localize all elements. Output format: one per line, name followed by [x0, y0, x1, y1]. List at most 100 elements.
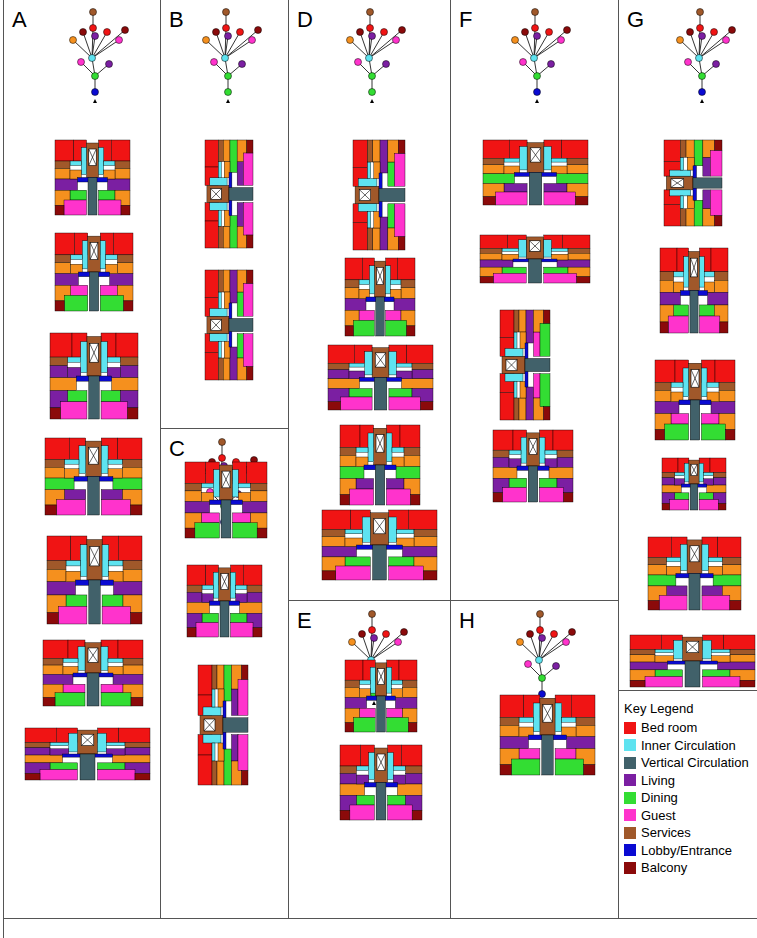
- floor-plan: [205, 140, 253, 248]
- tree-edge: [225, 32, 240, 58]
- room-cell: [540, 323, 550, 356]
- floor-plan: [45, 438, 142, 515]
- room-cell: [218, 292, 221, 309]
- room-cell: [341, 397, 373, 410]
- room-cell: [125, 748, 150, 755]
- tree-dot: [534, 73, 541, 80]
- room-cell: [387, 708, 403, 717]
- room-cell: [82, 241, 87, 269]
- room-cell: [368, 140, 373, 162]
- room-cell: [387, 667, 392, 693]
- room-cell: [545, 450, 557, 454]
- legend-entry: Vertical Circulation: [624, 755, 749, 770]
- room-cell: [64, 295, 87, 311]
- room-cell: [483, 174, 515, 184]
- room-cell: [81, 148, 86, 175]
- room-cell: [340, 745, 361, 766]
- tree-dot: [355, 59, 362, 66]
- tree-dot: [223, 9, 230, 16]
- room-cell: [544, 240, 552, 257]
- room-cell: [55, 179, 78, 190]
- room-cell: [380, 140, 388, 173]
- tree-dot: [357, 29, 364, 36]
- room-cell: [64, 460, 79, 465]
- room-cell: [562, 140, 588, 158]
- room-cell: [526, 310, 534, 343]
- room-cell: [571, 695, 595, 717]
- room-cell: [412, 810, 422, 820]
- room-cell: [78, 647, 85, 671]
- room-cell: [660, 248, 677, 272]
- room-cell: [667, 557, 681, 561]
- room-cell: [55, 255, 71, 263]
- room-cell: [710, 458, 726, 473]
- room-cell: [70, 161, 81, 166]
- room-cell: [680, 196, 683, 209]
- grid-line: [618, 0, 619, 918]
- tree-dot: [92, 33, 99, 40]
- room-cell: [714, 216, 722, 226]
- room-cell: [196, 623, 219, 637]
- room-cell: [388, 753, 394, 780]
- room-cell: [555, 703, 562, 732]
- room-cell: [420, 402, 433, 410]
- room-cell: [213, 572, 218, 598]
- room-cell: [563, 235, 591, 248]
- room-cell: [500, 393, 514, 421]
- room-cell: [509, 478, 527, 487]
- shaft-cross: [211, 189, 222, 200]
- room-cell: [101, 500, 130, 515]
- room-cell: [683, 637, 703, 661]
- room-cell: [359, 280, 370, 285]
- tree-dot: [393, 37, 400, 44]
- shaft-cross: [221, 574, 229, 590]
- tree-edge: [534, 40, 561, 58]
- room-cell: [45, 467, 64, 478]
- room-cell: [121, 205, 130, 215]
- room-cell: [519, 749, 540, 759]
- room-cell: [135, 773, 150, 780]
- room-cell: [368, 212, 371, 229]
- tree-edge: [225, 40, 252, 58]
- room-cell: [557, 174, 589, 184]
- room-cell: [99, 190, 116, 200]
- tree-dot: [713, 61, 720, 68]
- room-cell: [671, 382, 683, 387]
- room-cell: [108, 658, 123, 662]
- room-cell: [242, 771, 249, 785]
- room-cell: [101, 342, 107, 373]
- room-cell: [55, 205, 64, 215]
- room-cell: [55, 274, 78, 286]
- legend-swatch: [624, 739, 636, 751]
- room-cell: [124, 301, 133, 311]
- room-cell: [414, 530, 437, 537]
- room-cell: [500, 725, 519, 736]
- room-cell: [703, 640, 712, 659]
- room-cell: [373, 545, 387, 580]
- room-cell: [708, 557, 722, 561]
- tree-dot: [532, 9, 539, 16]
- tree-edge: [534, 28, 535, 58]
- room-cell: [345, 288, 359, 299]
- room-cell: [219, 465, 232, 500]
- tree-graph: [70, 9, 129, 104]
- room-cell: [526, 387, 534, 420]
- tree-dot: [90, 25, 97, 32]
- room-cell: [502, 356, 525, 374]
- room-cell: [130, 505, 142, 515]
- panel: G: [619, 0, 757, 690]
- room-cell: [544, 147, 551, 170]
- room-cell: [540, 374, 550, 407]
- grid-line: [3, 918, 757, 919]
- room-cell: [212, 743, 215, 761]
- room-cell: [404, 447, 420, 455]
- room-cell: [740, 680, 755, 687]
- floor-plan: [500, 695, 595, 775]
- room-cell: [223, 270, 230, 292]
- room-cell: [202, 613, 219, 622]
- room-cell: [711, 402, 735, 414]
- room-cell: [670, 500, 689, 510]
- tree-edge: [92, 32, 107, 58]
- floor-plan: [328, 345, 433, 410]
- room-cell: [648, 601, 659, 610]
